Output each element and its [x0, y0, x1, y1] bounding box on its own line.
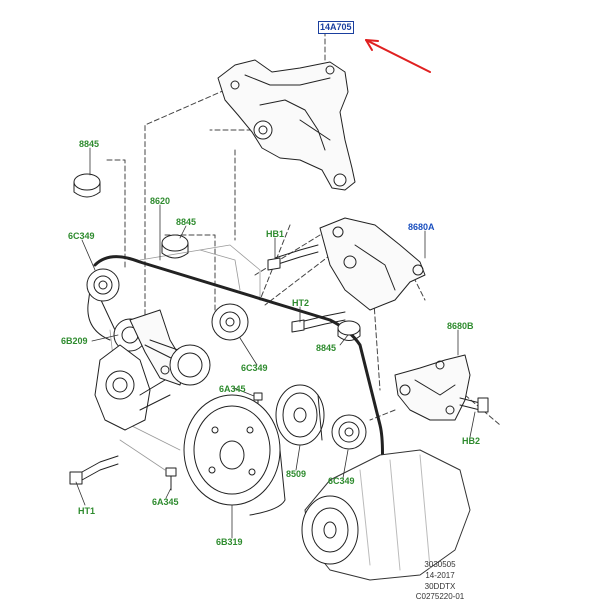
label-8845-a[interactable]: 8845 [79, 139, 100, 149]
label-8620[interactable]: 8620 [150, 196, 171, 206]
idler-pulley-middle [211, 303, 249, 341]
label-6B319[interactable]: 6B319 [216, 537, 243, 547]
pulley-8509 [275, 384, 325, 446]
ref-line-1: 3030505 [424, 560, 456, 569]
ref-line-3: 30DDTX [424, 582, 456, 591]
label-8509[interactable]: 8509 [286, 469, 307, 479]
label-6A345-a[interactable]: 6A345 [219, 384, 246, 394]
highlighted-part-label[interactable]: 14A705 [318, 21, 354, 34]
mounting-bracket-14A705 [217, 59, 356, 191]
cap-8845-a [73, 173, 101, 198]
label-6B209[interactable]: 6B209 [61, 336, 88, 346]
alternator [94, 344, 211, 431]
label-8680A[interactable]: 8680A [408, 222, 435, 232]
bolt-6A345-lower [165, 467, 177, 491]
label-HT1[interactable]: HT1 [78, 506, 96, 516]
cap-8845-c [337, 320, 361, 341]
label-8845-b[interactable]: 8845 [176, 217, 197, 227]
bracket-8680A [319, 217, 426, 311]
label-HB1[interactable]: HB1 [266, 229, 285, 239]
idler-pulley-lower [331, 414, 367, 450]
idler-pulley-left [86, 268, 120, 302]
cap-8845-b [161, 234, 189, 259]
callout-leaders [75, 147, 476, 539]
red-arrow [365, 39, 431, 73]
bolt-hb1 [267, 244, 319, 271]
label-8845-c[interactable]: 8845 [316, 343, 337, 353]
label-6C349-c[interactable]: 6C349 [328, 476, 355, 486]
label-HT2[interactable]: HT2 [292, 298, 310, 308]
bracket-8680B [394, 354, 471, 421]
bolt-ht2 [291, 311, 346, 333]
label-HB2[interactable]: HB2 [462, 436, 481, 446]
highlighted-part-text: 14A705 [320, 22, 352, 32]
label-8680B[interactable]: 8680B [447, 321, 474, 331]
ac-compressor [301, 449, 471, 581]
label-6A345-b[interactable]: 6A345 [152, 497, 179, 507]
ref-line-2: 14-2017 [425, 571, 455, 580]
label-6C349-a[interactable]: 6C349 [68, 231, 95, 241]
ref-line-4: C0275220-01 [415, 592, 465, 601]
label-6C349-b[interactable]: 6C349 [241, 363, 268, 373]
bolt-hb2 [459, 397, 489, 413]
crankshaft-damper [183, 394, 286, 516]
bolt-ht1 [69, 455, 119, 485]
